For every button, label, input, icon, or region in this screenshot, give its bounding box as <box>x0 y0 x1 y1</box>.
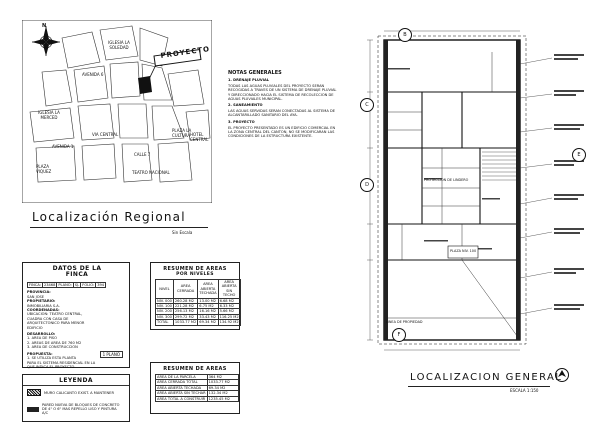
plan-room-label: PROTECCION DE LINDERO <box>424 178 469 182</box>
section-marker-icon: C <box>360 98 374 112</box>
general-notes: NOTAS GENERALES 1. DRENAJE PLUVIAL TODAS… <box>228 70 338 188</box>
finca-row: SAN JOSE <box>27 294 45 299</box>
street-label: AVENIDA 1 <box>52 144 74 149</box>
finca-notes: ARQUITECTONICO PARA MENOR <box>27 321 85 326</box>
areas-summary-title: RESUMEN DE AREAS <box>163 366 227 372</box>
street-label: PLAZA LA CULTURA <box>172 128 192 138</box>
street-label: PLAZA VIQUEZ <box>36 164 52 174</box>
finca-notes: UBICACION: TEATRO CENTRAL, <box>27 312 83 317</box>
general-plan-title: LOCALIZACION GENERAL <box>410 372 563 383</box>
note-item: EL PROYECTO PRESENTADO ES UN EDIFICIO CO… <box>228 125 336 139</box>
finca-propuesta-label: PROPUESTA: <box>27 351 53 356</box>
finca-row: PROPIETARIO: <box>27 299 56 304</box>
street-label: TEATRO NACIONAL <box>132 170 170 175</box>
legend-item: PARED NUEVA DE BLOQUES DE CONCRETO DE 4"… <box>42 403 120 415</box>
project-marker-icon <box>148 49 202 80</box>
compass-label: N <box>42 23 47 29</box>
street-label: AVENIDA 6 <box>82 72 104 77</box>
finca-row: COORDENADAS: <box>27 308 60 313</box>
finca-table: FINCA:23468 PLANO:SJ- FOLIO:394 <box>27 281 107 289</box>
compass-icon <box>32 26 60 56</box>
title-underline <box>30 227 208 228</box>
regional-title: Localización Regional <box>32 210 186 224</box>
north-arrow-icon <box>555 368 569 382</box>
section-marker-icon: B <box>398 28 412 42</box>
note-item: 2. SANEAMIENTO <box>228 103 263 108</box>
street-label: HOTEL CENTRAL <box>190 132 209 142</box>
legend-title: LEYENDA <box>23 377 129 386</box>
finca-propuesta: PARA EL SISTEMA RESIDENCIAL EN LA <box>27 360 96 365</box>
location-map-drawing <box>21 19 213 204</box>
general-plan: B C D E F PROTECCION DE LINDERO PLAZA NI… <box>360 28 590 358</box>
finca-desarrollo: 2. AREAS DE AREA DE 760 M2 <box>27 340 82 345</box>
title-underline <box>408 386 550 387</box>
section-marker-icon: D <box>360 178 374 192</box>
plan-property-line-label: LINEA DE PROPIEDAD <box>386 320 423 324</box>
section-marker-icon: F <box>392 328 406 342</box>
notes-title: NOTAS GENERALES <box>228 70 282 76</box>
note-item: TODAS LAS AGUAS PLUVIALES DEL PROYECTO S… <box>228 84 337 101</box>
section-marker-icon: E <box>572 148 586 162</box>
street-label: IGLESIA LA MERCED <box>38 110 60 120</box>
areas-by-level-subtitle: POR NIVELES <box>176 272 214 277</box>
areas-by-level-table: NIVEL AREA CERRADA AREA ABIERTA TECHADA … <box>155 279 241 326</box>
location-map: N PROYECTO AVENIDA 6 IGLESIA LA SOLEDAD … <box>21 19 213 204</box>
finca-notes: EDIFICIO <box>27 325 43 330</box>
plan-plaza-label: PLAZA NIV. 100 <box>450 249 477 253</box>
general-plan-scale: ESCALA 1:150 <box>510 388 539 393</box>
finca-title: DATOS DE LA FINCA <box>52 265 102 278</box>
street-label: VIA CENTRAL <box>92 132 119 137</box>
finca-badge: 1 PLANO <box>99 351 123 358</box>
note-item: 3. PROYECTO <box>228 119 255 124</box>
finca-propuesta: QUE INDICA EL PROYECTO <box>27 364 75 369</box>
regional-scale: Sin Escala <box>172 230 193 235</box>
finca-desarrollo-label: DESARROLLO: <box>27 332 56 337</box>
floor-plan-drawing <box>367 30 584 351</box>
street-label: IGLESIA LA SOLEDAD <box>108 40 130 50</box>
legend-item: MURO CALICANTO EXIST. A MANTENER <box>44 390 114 395</box>
areas-by-level-title: RESUMEN DE AREAS <box>163 266 227 272</box>
finca-row: PROVINCIA: <box>27 290 51 295</box>
areas-by-level-panel: RESUMEN DE AREAS POR NIVELES NIVEL AREA … <box>150 262 241 330</box>
finca-row: INMOBILIARIA S.A. <box>27 303 60 308</box>
finca-panel: DATOS DE LA FINCA FINCA:23468 PLANO:SJ- … <box>22 262 130 369</box>
finca-desarrollo: 3. AREA DE CONSTRUCCION <box>27 345 78 350</box>
legend-panel: LEYENDA MURO CALICANTO EXIST. A MANTENER… <box>22 374 130 422</box>
table-row: FINCA:23468 PLANO:SJ- FOLIO:394 <box>27 281 107 289</box>
legend-swatch-icon <box>27 389 41 396</box>
street-label: CALLE 7 <box>134 152 151 157</box>
finca-propuesta: 1. SE UTILIZA ESTA PLANTA <box>27 356 77 361</box>
note-item: 1. DRENAJE PLUVIAL <box>228 78 270 82</box>
table-header-row: NIVEL AREA CERRADA AREA ABIERTA TECHADA … <box>155 279 241 299</box>
note-item: LAS AGUAS SERVIDAS SERAN CONECTADAS AL S… <box>228 109 336 118</box>
finca-notes: CUADRA CON CASA DE <box>27 316 69 321</box>
legend-swatch-icon <box>27 406 39 412</box>
finca-desarrollo: 1. AREA DE PISO <box>27 336 57 341</box>
